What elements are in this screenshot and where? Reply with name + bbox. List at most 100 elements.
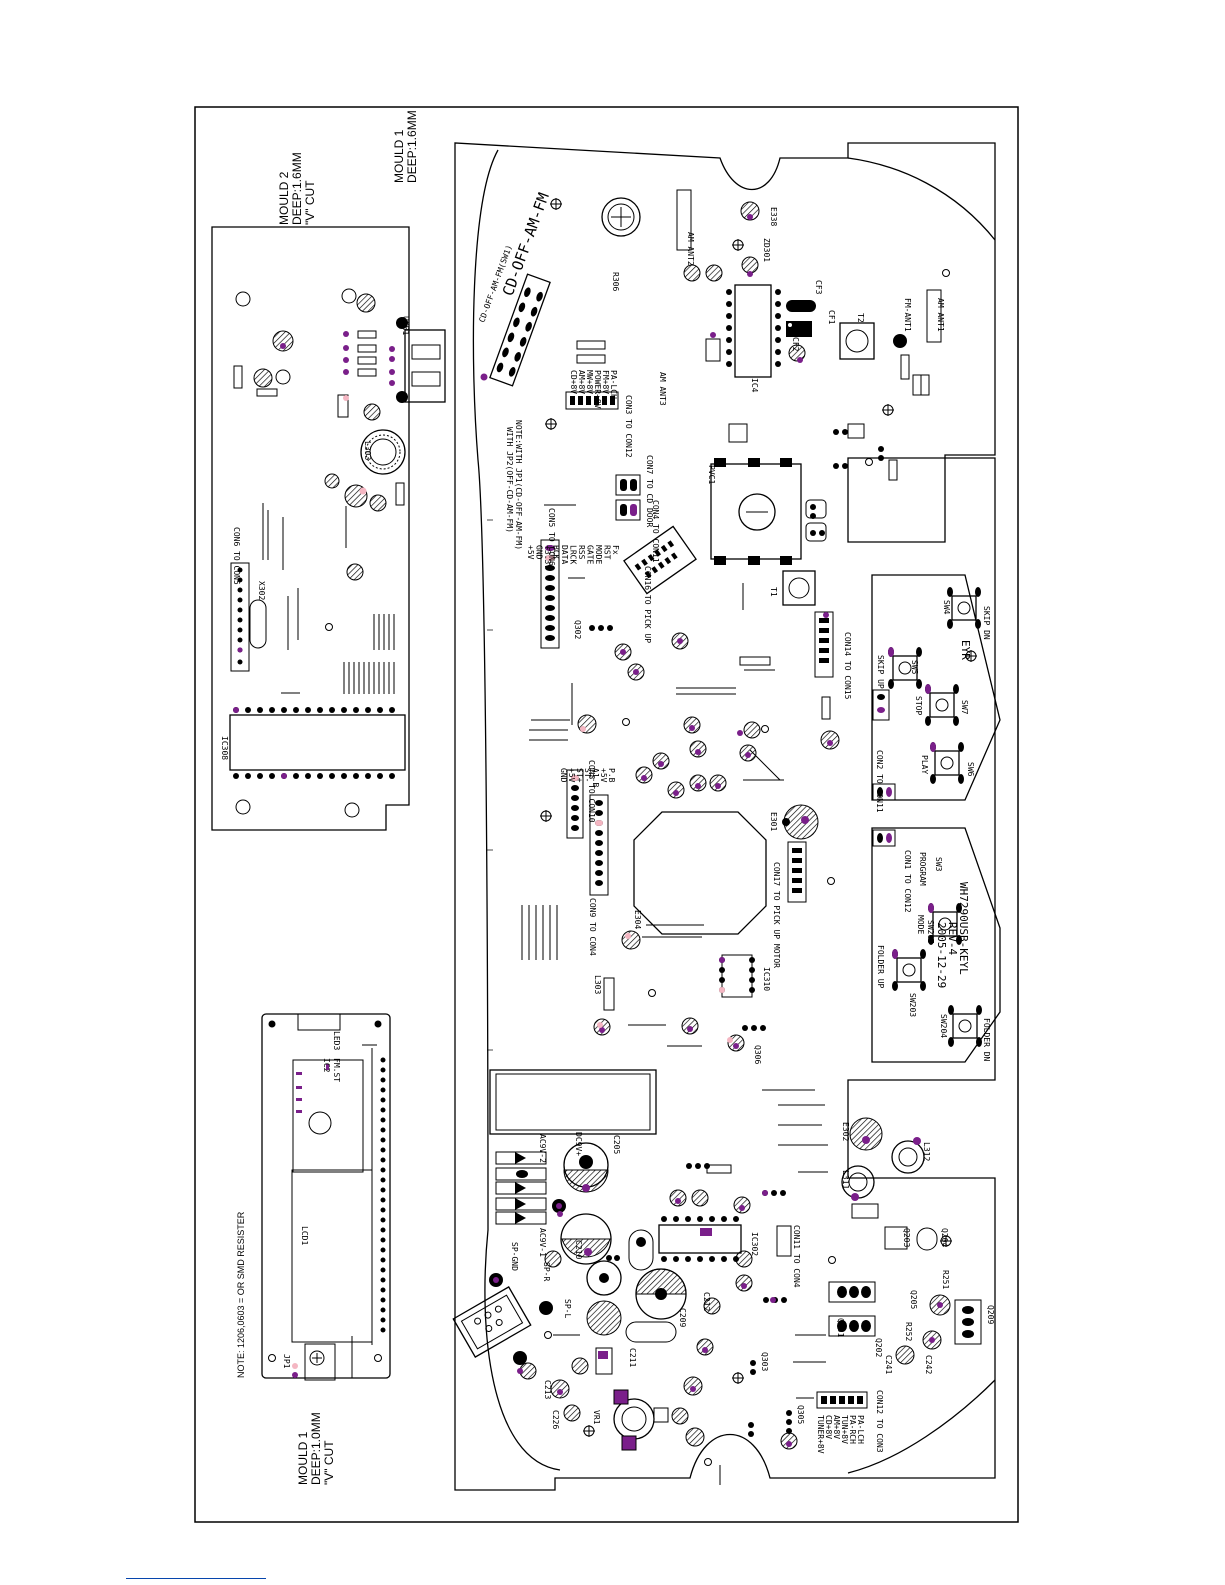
pin-label-con12-4: PA-RCH [848, 1415, 857, 1444]
label-sw6: SW6 [966, 762, 975, 777]
label-con4: CON4 TO CON11 [651, 500, 660, 563]
pin-label-con5-5: LRCK [569, 545, 578, 564]
label-q209: Q209 [986, 1305, 995, 1324]
label-c242: C242 [924, 1355, 933, 1374]
label-con5: CON5 TO CON6 [547, 508, 556, 566]
label-pvc1: PVC1 [707, 465, 716, 484]
board-id-line1: WH7290USB-KEYL [957, 882, 970, 975]
pin-label-con5-10: Fx [611, 545, 620, 555]
label-t1: T1 [769, 587, 778, 597]
label-con9: CON9 TO CON4 [588, 898, 597, 956]
label-c211: C211 [628, 1348, 637, 1367]
label-l311: L311 [841, 1170, 850, 1189]
label-zd301: ZD301 [762, 238, 771, 262]
label-am-ant1: AM ANT1 [936, 298, 945, 332]
label-con7: CON7 TO CD DOOR [645, 455, 654, 527]
label-e304: E304 [633, 910, 642, 929]
label-con12: CON12 TO CON3 [875, 1390, 884, 1453]
footer-link-underline [126, 1578, 266, 1579]
label-c241: C241 [884, 1355, 893, 1374]
label-c226: C226 [551, 1410, 560, 1429]
pin-label-con3-1: AM+8V [577, 370, 586, 394]
pin-label-con3-0: CD+8V [569, 370, 578, 394]
label-am-ant3: AM ANT3 [658, 372, 667, 406]
label-program: PROGRAM [918, 852, 927, 886]
pin-label-con8-3: ST- [583, 768, 592, 782]
label-skip-dn: SKIP DN [982, 606, 991, 640]
label-folder-up: FOLDER UP [876, 945, 885, 989]
board-id-line2: REV-4 [946, 922, 959, 955]
label-skip-up: SKIP UP [876, 655, 885, 689]
note-mould1-top-line2: DEEP:1.6MM [405, 110, 419, 183]
label-con14: CON14 TO CON15 [843, 632, 852, 700]
label-q306: Q306 [753, 1045, 762, 1064]
pin-label-con12-5: PA-LCH [856, 1415, 865, 1444]
label-sp-l: SP-L [563, 1299, 572, 1318]
label-q202: Q202 [874, 1338, 883, 1357]
label-r252: R252 [904, 1322, 913, 1341]
label-q303: Q303 [760, 1352, 769, 1371]
main-board [454, 142, 996, 1491]
label-ic2: IC2 [322, 1058, 331, 1073]
label-fm-ant1: FM-ANT1 [903, 298, 912, 332]
label-e338: E338 [769, 207, 778, 226]
pin-label-con12-2: AM+8V [832, 1415, 841, 1439]
label-l312: L312 [922, 1142, 931, 1161]
label-usb1: USB1 [401, 316, 410, 335]
label-sw203: SW203 [908, 993, 917, 1017]
label-am-ant2: AM ANT2 [686, 232, 695, 266]
push-switches [892, 595, 978, 1039]
note-mould1-bot-line3: "V" CUT [322, 1440, 336, 1485]
label-e301: E301 [769, 812, 778, 831]
pin-label-con3-5: PA-LCH [609, 370, 618, 399]
label-q203: Q203 [902, 1228, 911, 1247]
label-sp-gnd: SP-GND [510, 1242, 519, 1271]
label-vr1: VR1 [592, 1410, 601, 1425]
label-eyr: EYR [959, 640, 972, 660]
label-q204: Q204 [940, 1228, 949, 1247]
pin-label-con5-8: MODE [594, 545, 603, 564]
pin-label-con5-2: +3.3V [543, 545, 552, 569]
label-e302: E302 [841, 1122, 850, 1141]
label-con3: CON3 TO CON12 [624, 395, 633, 458]
label-t2: T2 [856, 313, 865, 323]
label-con8: CON8 TO CON10 [587, 760, 596, 823]
label-play: PLAY [920, 755, 929, 774]
pin-label-con5-3: BCK [552, 545, 561, 560]
pin-label-con5-4: DATA [560, 545, 569, 564]
label-con11: CON11 TO CON4 [792, 1225, 801, 1288]
label-con6: CON6 TO CON5 [232, 527, 241, 585]
label-con17: CON17 TO PICK UP MOTOR [772, 862, 781, 968]
label-cf3: CF3 [814, 280, 823, 295]
label-sw7: SW7 [960, 700, 969, 715]
outer-frame [194, 106, 1019, 1523]
label-con2: CON2 TO CON11 [875, 750, 884, 813]
label-x302: X302 [257, 581, 266, 600]
board-id-line3: 2005-12-29 [935, 922, 948, 988]
pin-label-con5-1: GND [535, 545, 544, 560]
main-components [452, 189, 982, 1485]
label-q305: Q305 [796, 1405, 805, 1424]
pin-label-con8-2: ST+ [575, 768, 584, 783]
label-ic308: IC308 [220, 736, 229, 760]
pin-label-con3-4: FM+8V [601, 370, 610, 394]
label-ic310: IC310 [762, 967, 771, 991]
label-jp1-lcd: JP1 [282, 1354, 291, 1369]
label-q201: Q201 [836, 1318, 845, 1337]
label-q302: Q302 [573, 620, 582, 639]
label-fm-st: FM.ST [332, 1058, 341, 1082]
label-stop: STOP [914, 696, 923, 715]
lcd-board [261, 1013, 391, 1381]
label-sw205: SW205 [926, 920, 935, 944]
label-ac9v2: AC9V-2 [538, 1134, 547, 1163]
label-con16: CON16 TO PICK UP [643, 566, 652, 643]
pin-label-con5-6: RSS [577, 545, 586, 560]
label-c212: C212 [702, 1292, 711, 1311]
key-panels [871, 574, 1001, 1063]
label-dc9v: DC9V+ [574, 1132, 583, 1156]
label-q205: Q205 [909, 1290, 918, 1309]
label-cf2: CF2 [791, 337, 800, 352]
pin-label-con12-0: TUNER+8V [816, 1415, 825, 1454]
label-sw5: SW5 [910, 660, 919, 675]
